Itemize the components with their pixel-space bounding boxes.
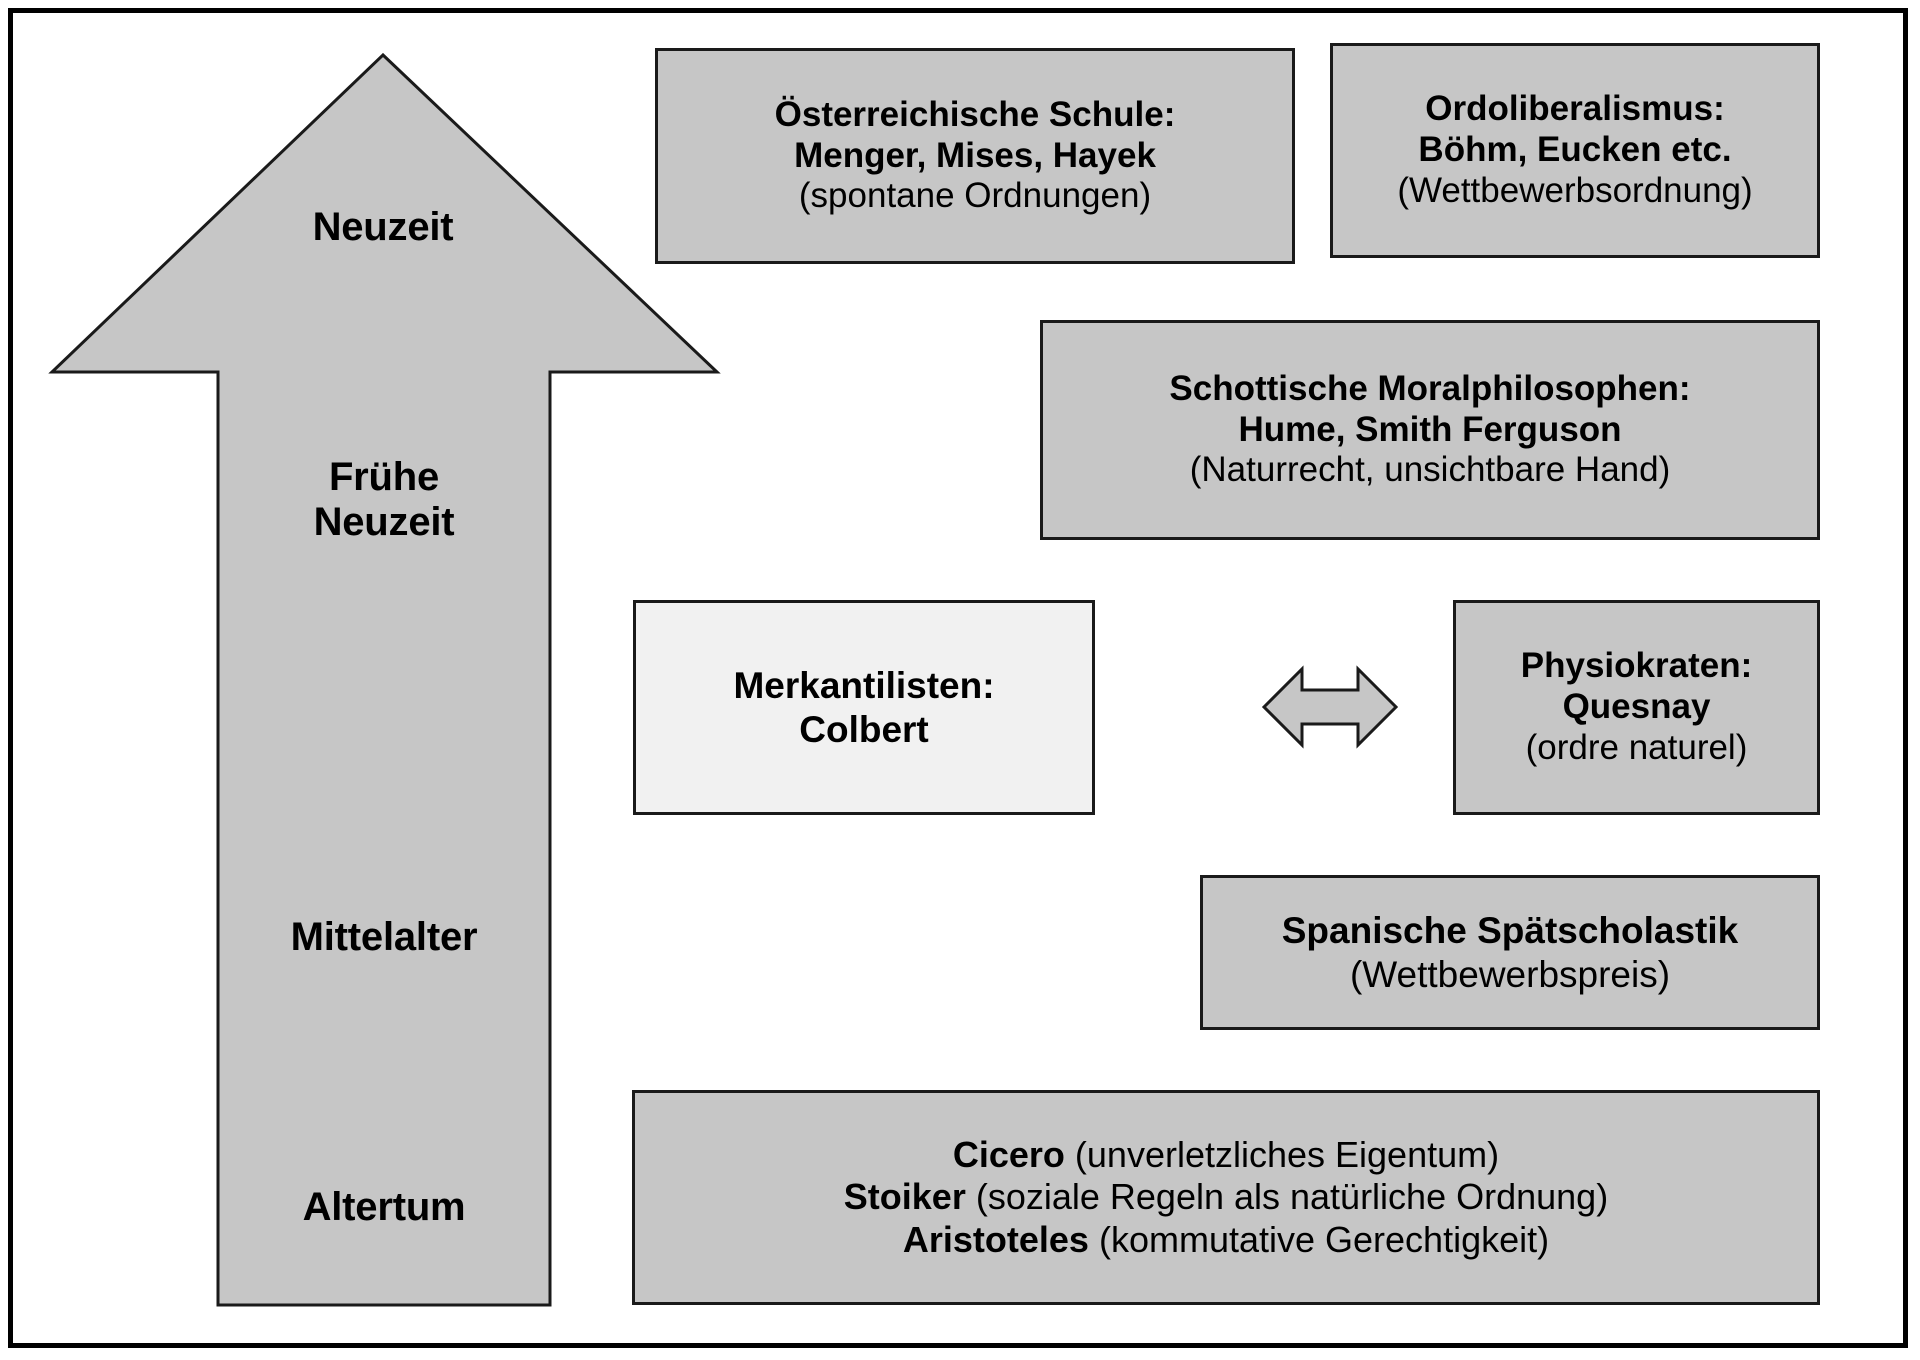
era-label-neuzeit: Neuzeit [312, 205, 454, 249]
era-label-altertum: Altertum [302, 1185, 466, 1229]
box-spanische-spaetscholastik[interactable]: Spanische Spätscholastik (Wettbewerbspre… [1200, 875, 1820, 1030]
antike-detail: (soziale Regeln als natürliche Ordnung) [965, 1176, 1609, 1218]
antike-row-stoiker: Stoiker (soziale Regeln als natürliche O… [844, 1176, 1608, 1218]
antike-detail: (kommutative Gerechtigkeit) [1088, 1218, 1550, 1260]
antike-row-cicero: Cicero (unverletzliches Eigentum) [953, 1134, 1499, 1176]
box-line: Physiokraten: [1520, 646, 1753, 686]
antike-name: Cicero [952, 1134, 1065, 1176]
box-line: Österreichische Schule: [774, 94, 1176, 134]
box-line: Menger, Mises, Hayek [794, 135, 1156, 175]
box-line: Schottische Moralphilosophen: [1169, 368, 1691, 408]
box-line: Hume, Smith Ferguson [1238, 409, 1622, 449]
box-line: Ordoliberalismus: [1425, 89, 1725, 129]
double-headed-arrow-icon [1262, 665, 1398, 749]
box-schottische-moralphilosophen[interactable]: Schottische Moralphilosophen: Hume, Smit… [1040, 320, 1820, 540]
antike-row-aristoteles: Aristoteles (kommutative Gerechtigkeit) [903, 1219, 1549, 1261]
box-oesterreichische-schule[interactable]: Österreichische Schule: Menger, Mises, H… [655, 48, 1295, 264]
box-line: (ordre naturel) [1525, 727, 1748, 767]
box-line: Merkantilisten: [733, 665, 995, 707]
era-label-mittelalter: Mittelalter [290, 915, 478, 959]
box-antike[interactable]: Cicero (unverletzliches Eigentum) Stoike… [632, 1090, 1820, 1305]
box-line: Colbert [799, 708, 929, 750]
box-ordoliberalismus[interactable]: Ordoliberalismus: Böhm, Eucken etc. (Wet… [1330, 43, 1820, 258]
box-line: Spanische Spätscholastik [1281, 910, 1739, 952]
box-line: (Wettbewerbspreis) [1349, 953, 1671, 995]
box-line: Quesnay [1562, 687, 1711, 727]
box-merkantilisten[interactable]: Merkantilisten: Colbert [633, 600, 1095, 815]
box-line: Böhm, Eucken etc. [1418, 130, 1732, 170]
box-line: (Naturrecht, unsichtbare Hand) [1189, 450, 1671, 490]
antike-detail: (unverletzliches Eigentum) [1064, 1134, 1500, 1176]
box-line: (Wettbewerbsordnung) [1397, 170, 1753, 210]
box-line: (spontane Ordnungen) [798, 176, 1152, 216]
era-label-fruehe-neuzeit: Frühe Neuzeit [313, 455, 455, 544]
box-physiokraten[interactable]: Physiokraten: Quesnay (ordre naturel) [1453, 600, 1820, 815]
antike-name: Aristoteles [902, 1218, 1089, 1260]
antike-name: Stoiker [843, 1176, 966, 1218]
